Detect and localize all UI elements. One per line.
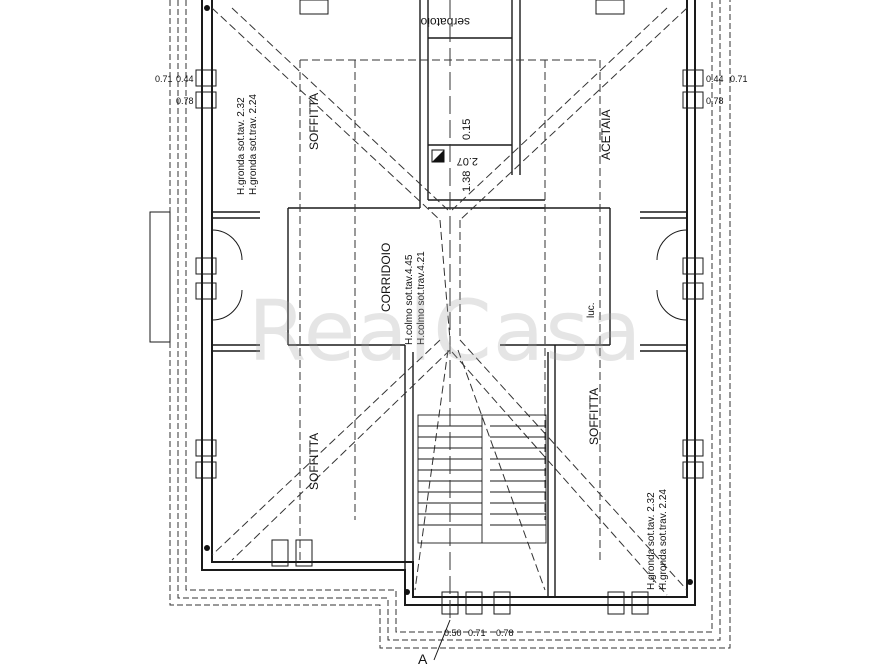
win-dim-left-1: 0.44 (176, 74, 194, 84)
dim-015: 0.15 (461, 119, 473, 140)
staircase (417, 414, 547, 544)
label-soffitta-bottom-left: SOFFITTA (307, 433, 321, 490)
riser-fill (432, 150, 444, 162)
label-corridoio: CORRIDOIO (379, 243, 393, 312)
label-serbatoio: serbatoio (420, 15, 470, 29)
corner-markers (204, 5, 693, 595)
win-dim-right-2: 0.71 (730, 74, 748, 84)
height-colmo-trav: H.colmo sot.trav.4.21 (416, 251, 427, 345)
label-soffitta-top-left: SOFFITTA (307, 93, 321, 150)
height-right-bottom-trav: H.gronda sot.trav. 2.24 (658, 489, 669, 590)
win-dim-right-1: 0.44 (706, 74, 724, 84)
dim-207: 2.07 (457, 155, 478, 167)
win-dim-bottom-3: 0.78 (496, 628, 514, 638)
section-marker: A (418, 651, 428, 667)
outer-walls (201, 0, 696, 606)
height-right-bottom-gronda: H.gronda sot.tav. 2.32 (646, 492, 657, 590)
label-soffitta-bottom-right: SOFFITTA (587, 388, 601, 445)
dim-138: 1.38 (461, 171, 473, 192)
interior-walls (212, 0, 687, 597)
label-acetaia: ACETAIA (599, 110, 613, 160)
height-left-top-trav: H.gronda sot.trav. 2.24 (248, 94, 259, 195)
section-arrow (433, 619, 451, 661)
windows (149, 0, 704, 615)
win-dim-left-2: 0.71 (155, 74, 173, 84)
height-left-top-gronda: H.gronda sot.tav. 2.32 (236, 97, 247, 195)
roof-outline (169, 0, 731, 649)
win-dim-bottom-1: 0.50 (444, 628, 462, 638)
win-dim-bottom-2: 0.71 (468, 628, 486, 638)
win-dim-left-3: 0.78 (176, 96, 194, 106)
label-luc: luc. (586, 302, 597, 318)
height-colmo-tav: H.colmo sot.tav.4.45 (404, 254, 415, 345)
win-dim-right-3: 0.78 (706, 96, 724, 106)
